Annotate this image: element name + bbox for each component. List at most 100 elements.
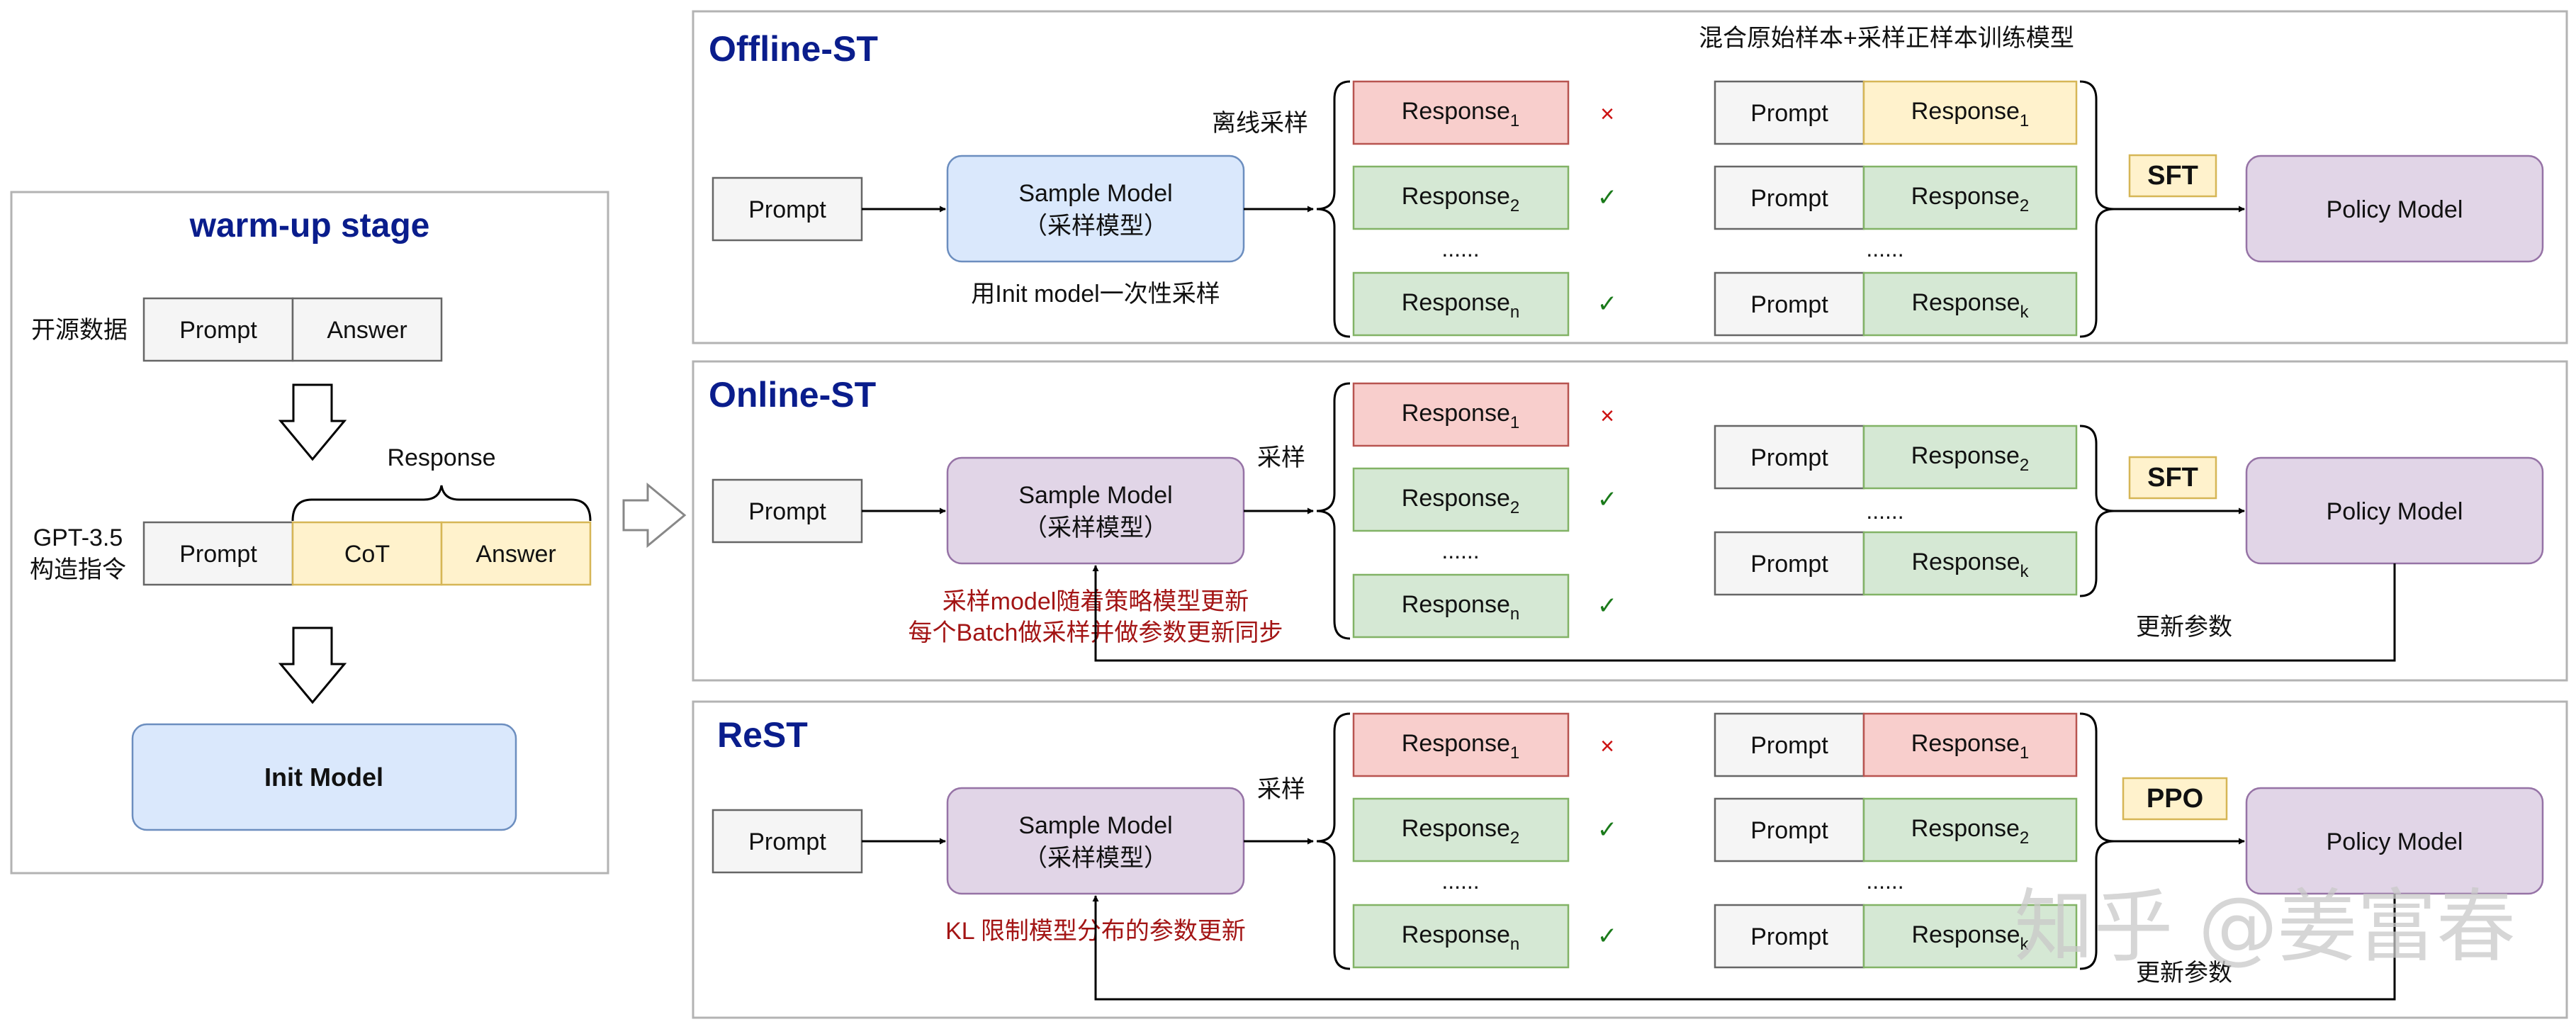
svg-text:Responsek: Responsek	[1911, 549, 2029, 581]
init-model-box	[131, 723, 517, 831]
rest-pair-k-response-text: Response	[1911, 921, 2020, 948]
offline-method-text: SFT	[2147, 161, 2198, 191]
rest-response-n-box	[1352, 904, 1570, 969]
svg-text:Response1: Response1	[1911, 730, 2029, 763]
rest-response-2-box	[1352, 797, 1570, 862]
warmup-prompt2-text: Prompt	[179, 541, 257, 568]
svg-text:Responsek: Responsek	[1911, 921, 2029, 954]
rest-response-n-text: Response	[1402, 921, 1510, 948]
offline-pair-1-response-box	[1862, 80, 2078, 145]
rest-title: ReST	[717, 715, 808, 755]
rest-pair-1-prompt-text: Prompt	[1750, 732, 1828, 759]
svg-text:Response1: Response1	[1402, 400, 1519, 432]
online-pair-k-response-sub: k	[2020, 562, 2030, 581]
rest-response-1-text: Response	[1402, 730, 1510, 757]
rest-response-n-sub: n	[1510, 935, 1519, 954]
rest-sample-model-line2: （采样模型）	[1023, 845, 1168, 872]
online-prompt-box	[712, 478, 863, 544]
rest-pair-k-prompt-text: Prompt	[1750, 923, 1828, 950]
offline-pair-1-response-text: Response	[1911, 98, 2020, 125]
online-update-label: 更新参数	[2136, 614, 2232, 641]
gpt-label-line2: 构造指令	[30, 556, 126, 583]
offline-left-brace	[1316, 80, 1351, 338]
online-response-n-sub: n	[1510, 605, 1519, 624]
rest-dots: ......	[1441, 868, 1479, 894]
offline-pair-2-response-text: Response	[1911, 183, 2020, 210]
online-sample-label: 采样	[1257, 444, 1305, 471]
rest-dots2: ......	[1866, 868, 1903, 894]
offline-response-n-text: Response	[1402, 289, 1510, 316]
offline-pair-k-response-text: Response	[1911, 289, 2020, 316]
online-sample-model-box	[946, 456, 1245, 565]
gpt-label-line1: GPT-3.5	[33, 524, 123, 551]
offline-pair-k-prompt-text: Prompt	[1750, 291, 1828, 318]
offline-response-n-box	[1352, 271, 1570, 337]
offline-mark-n: ✓	[1597, 291, 1618, 317]
offline-sample-model-line1: Sample Model	[1018, 180, 1172, 207]
online-policy-model-text: Policy Model	[2327, 498, 2463, 525]
rest-pair-2-response-sub: 2	[2020, 828, 2029, 848]
rest-method-text: PPO	[2147, 784, 2203, 814]
online-feedback-arrow	[1092, 563, 2396, 662]
online-response-2-sub: 2	[1510, 498, 1519, 517]
online-pair-k-prompt-box	[1714, 531, 1865, 596]
online-mark-1: ×	[1600, 403, 1614, 429]
hollow-down-arrow-1	[278, 383, 347, 461]
svg-text:Response1: Response1	[1911, 98, 2029, 130]
offline-response-2-box	[1352, 165, 1570, 230]
offline-under-note: 用Init model一次性采样	[971, 281, 1220, 308]
offline-pair-2-response-sub: 2	[2020, 196, 2029, 215]
rest-prompt-box	[712, 809, 863, 874]
offline-prompt-box	[712, 176, 863, 242]
rest-pair-2-prompt-box	[1714, 797, 1865, 862]
svg-text:Response2: Response2	[1402, 815, 1519, 848]
online-pair-1-prompt-text: Prompt	[1750, 444, 1828, 471]
rest-mark-2: ✓	[1597, 816, 1618, 843]
offline-response-1-sub: 1	[1510, 111, 1519, 130]
hollow-down-arrow-2	[278, 626, 347, 704]
online-response-1-sub: 1	[1510, 413, 1519, 432]
watermark: 知乎 @姜富春	[2014, 881, 2516, 973]
online-sample-model-line1: Sample Model	[1018, 482, 1172, 509]
rest-pair-k-response-sub: k	[2020, 935, 2030, 954]
online-dots: ......	[1441, 538, 1479, 563]
rest-sample-model-line1: Sample Model	[1018, 812, 1172, 839]
warmup-answer2-box	[440, 521, 592, 586]
rest-pair-1-response-box	[1862, 712, 2078, 777]
online-response-n-box	[1352, 573, 1570, 639]
rest-policy-model-text: Policy Model	[2327, 828, 2463, 855]
online-pair-k-response-box	[1862, 531, 2078, 596]
offline-panel: Offline-ST 混合原始样本+采样正样本训练模型 Prompt Sampl…	[692, 10, 2568, 344]
rest-prompt-text: Prompt	[748, 828, 826, 855]
rest-mark-n: ✓	[1597, 923, 1618, 950]
svg-text:Responsek: Responsek	[1911, 289, 2029, 322]
svg-text:Response1: Response1	[1402, 730, 1519, 763]
offline-response-2-sub: 2	[1510, 196, 1519, 215]
response-brace	[291, 485, 592, 522]
online-pair-k-response-text: Response	[1911, 549, 2020, 575]
rest-response-2-sub: 2	[1510, 828, 1519, 848]
warmup-panel: warm-up stage 开源数据 Prompt Answer Respons…	[10, 191, 609, 875]
offline-pair-2-prompt-box	[1714, 165, 1865, 230]
offline-response-n-sub: n	[1510, 303, 1519, 322]
offline-mark-2: ✓	[1597, 184, 1618, 211]
offline-pair-1-prompt-text: Prompt	[1750, 100, 1828, 127]
offline-title: Offline-ST	[709, 29, 878, 69]
warmup-answer-box	[291, 297, 443, 362]
init-model-text: Init Model	[264, 763, 383, 792]
svg-text:Response1: Response1	[1402, 98, 1519, 130]
offline-policy-model-box	[2245, 154, 2544, 263]
offline-pair-1-response-sub: 1	[2020, 111, 2029, 130]
online-pair-1-prompt-box	[1714, 425, 1865, 490]
rest-feedback-arrow	[1092, 894, 2396, 1001]
warmup-answer2-text: Answer	[476, 541, 556, 568]
online-pair-1-response-sub: 2	[2020, 456, 2029, 475]
online-response-n-text: Response	[1402, 591, 1510, 618]
rest-pair-1-response-sub: 1	[2020, 743, 2029, 763]
warmup-cot-box	[291, 521, 443, 586]
svg-text:Response2: Response2	[1402, 183, 1519, 215]
svg-text:Responsen: Responsen	[1402, 289, 1519, 322]
svg-text:Response2: Response2	[1911, 183, 2029, 215]
